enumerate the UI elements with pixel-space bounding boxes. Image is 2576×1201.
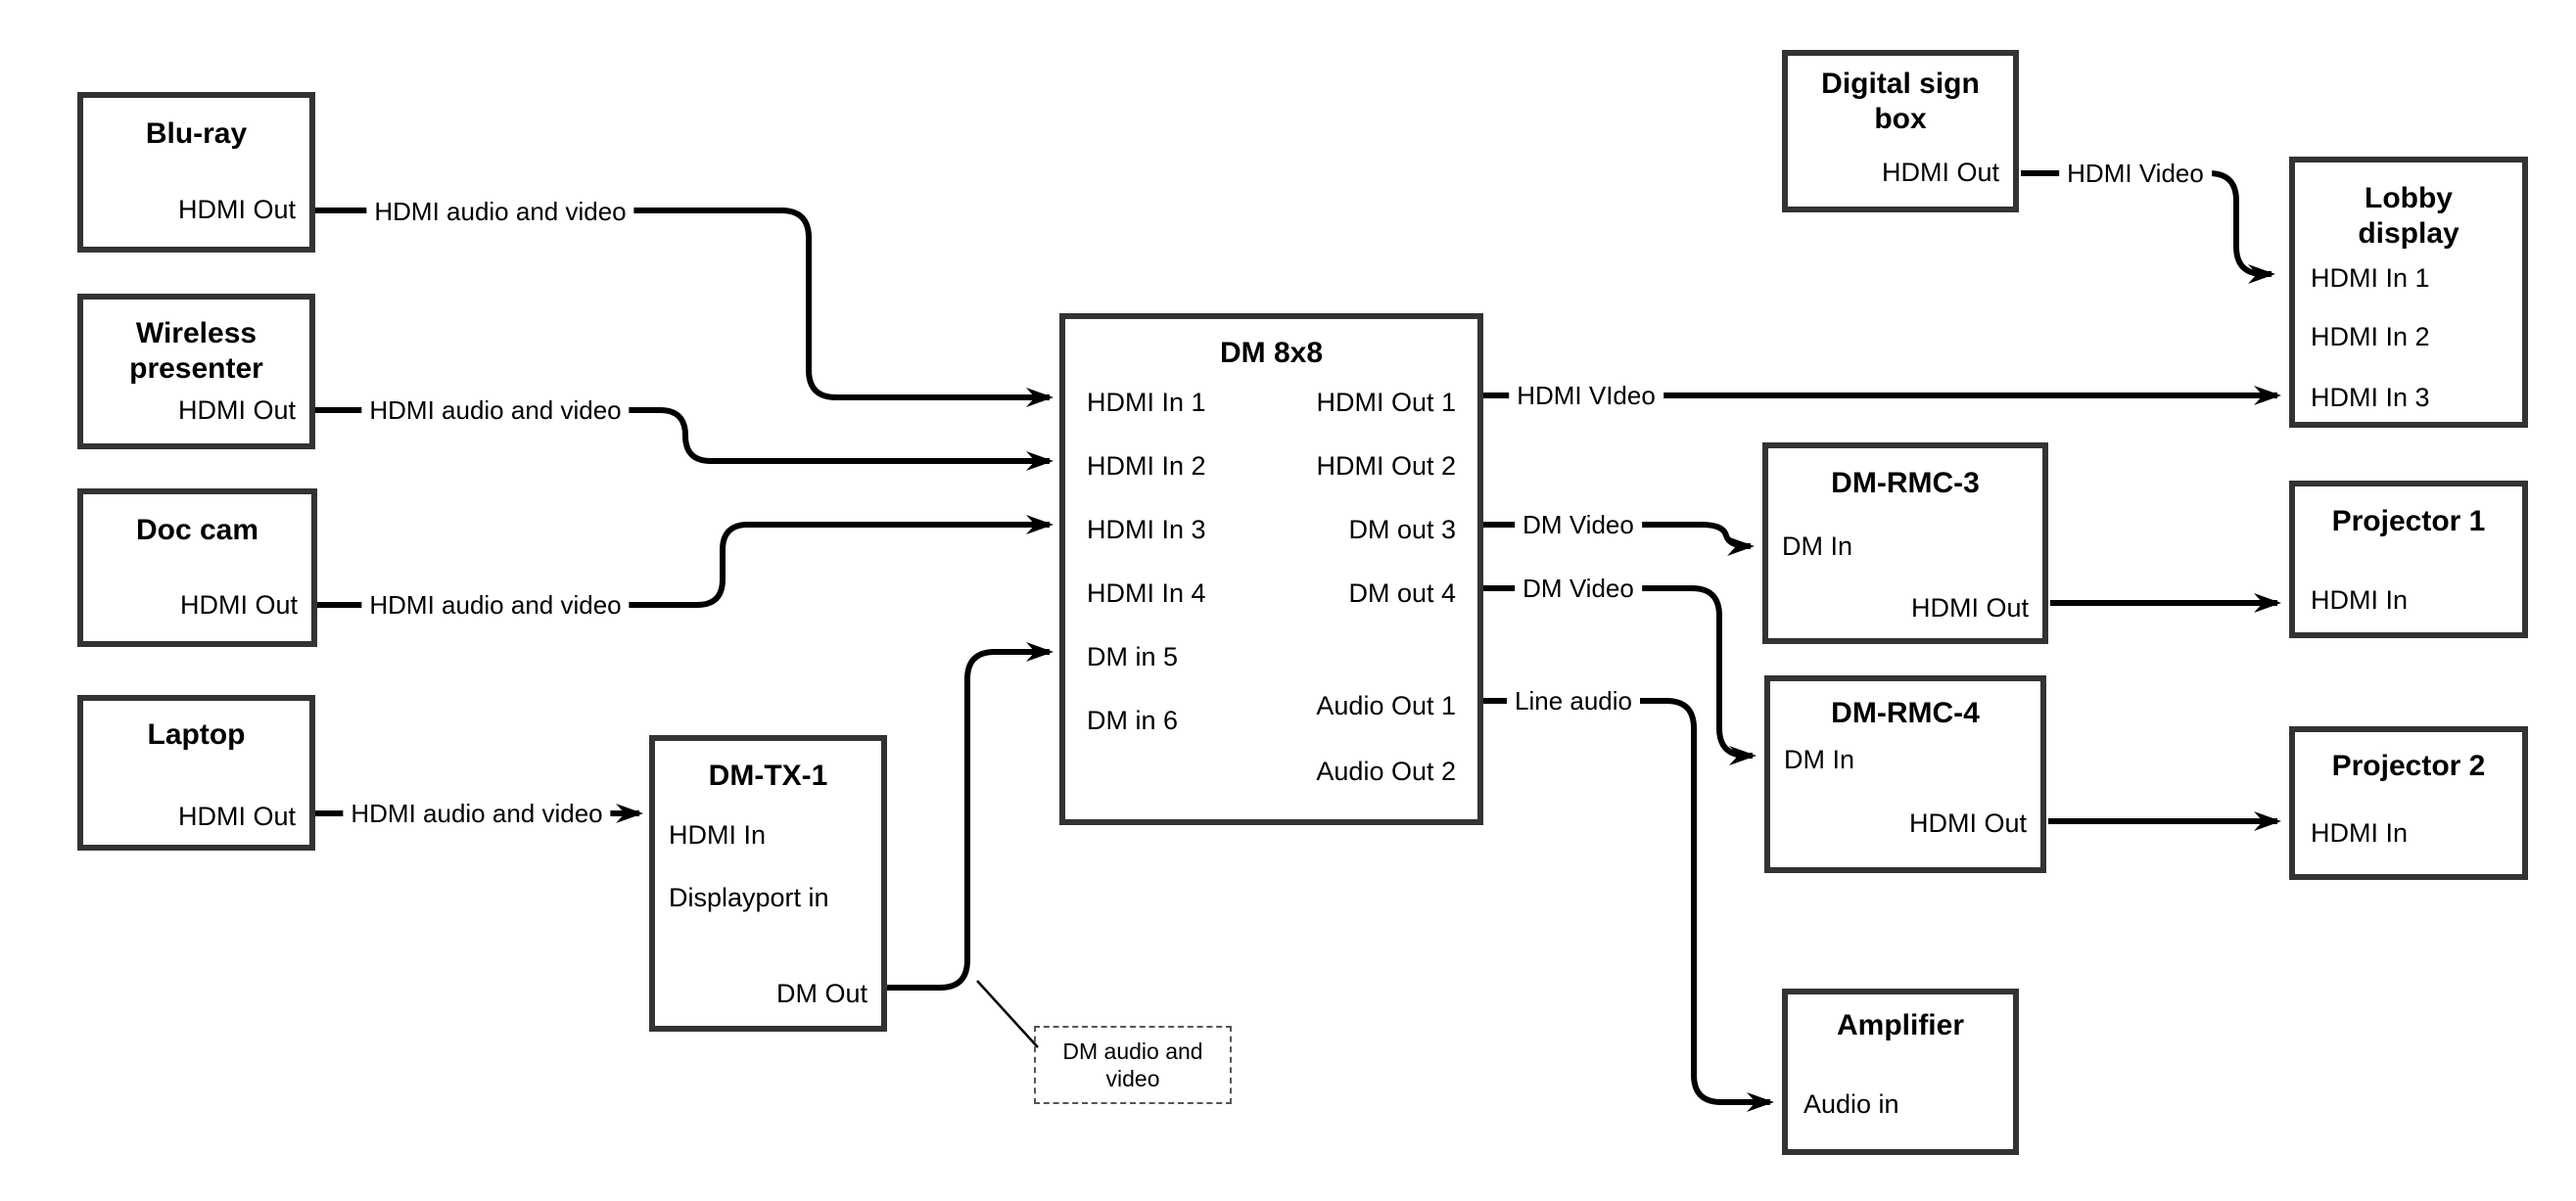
box-wireless-presenter: Wireless presenter HDMI Out [77, 294, 315, 449]
port-hdmi-in-3: HDMI In 3 [1087, 515, 1206, 544]
callout-text: DM audio and video [1062, 1039, 1203, 1091]
port-dm-in-6: DM in 6 [1087, 706, 1179, 735]
wire-signbox-to-lobby-in-1 [2021, 170, 2275, 284]
wire-label-hdmi-video-sign: HDMI Video [2059, 159, 2212, 188]
port-audio-in: Audio in [1803, 1089, 1899, 1119]
port-dm-in-5: DM in 5 [1087, 642, 1179, 671]
port-dm-out-4: DM out 4 [1348, 578, 1456, 608]
box-title: DM-TX-1 [708, 760, 828, 792]
wire-label-line-audio: Line audio [1507, 686, 1640, 716]
wire-label-bluray: HDMI audio and video [366, 197, 634, 226]
box-dm-tx-1: DM-TX-1 HDMI In Displayport in DM Out [649, 735, 887, 1032]
box-bluray: Blu-ray HDMI Out [77, 92, 315, 253]
port-hdmi-out: HDMI Out [1881, 158, 1999, 187]
port-dm-in: DM In [1784, 745, 1855, 774]
wire-label-doccam: HDMI audio and video [361, 590, 630, 620]
box-dm-rmc-4: DM-RMC-4 DM In HDMI Out [1764, 675, 2046, 873]
port-hdmi-in: HDMI In [2311, 818, 2409, 848]
box-title: DM 8x8 [1219, 337, 1324, 369]
port-hdmi-out: HDMI Out [177, 802, 296, 831]
port-audio-out-2: Audio Out 2 [1316, 757, 1456, 786]
port-hdmi-in-1: HDMI In 1 [2311, 263, 2430, 293]
box-title: DM-RMC-3 [1831, 467, 1980, 499]
wire-bluray-to-hdmi-in-1 [315, 208, 1054, 407]
port-hdmi-out-1: HDMI Out 1 [1316, 388, 1456, 417]
port-hdmi-out-2: HDMI Out 2 [1316, 451, 1456, 481]
box-laptop: Laptop HDMI Out [77, 695, 315, 851]
box-title: Wireless presenter [129, 317, 263, 385]
port-displayport-in: Displayport in [669, 883, 829, 912]
box-title: Doc cam [135, 514, 259, 546]
port-dm-out: DM Out [775, 979, 867, 1008]
port-hdmi-in-2: HDMI In 2 [1087, 451, 1206, 481]
wire-label-hdmi-video-out1: HDMI VIdeo [1509, 381, 1663, 410]
box-dm-8x8: DM 8x8 HDMI In 1 HDMI In 2 HDMI In 3 HDM… [1059, 313, 1483, 825]
port-hdmi-out: HDMI Out [1908, 808, 2027, 838]
wire-dmout3-to-rmc3 [1483, 522, 1755, 556]
port-hdmi-out: HDMI Out [1910, 593, 2029, 623]
box-title: Digital sign box [1821, 68, 1980, 135]
port-hdmi-in-4: HDMI In 4 [1087, 578, 1206, 608]
port-hdmi-in-3: HDMI In 3 [2311, 383, 2430, 412]
wire-dmtx1-to-dm-in-5 [887, 642, 1054, 991]
box-title: DM-RMC-4 [1831, 697, 1980, 729]
box-dm-rmc-3: DM-RMC-3 DM In HDMI Out [1762, 442, 2048, 644]
box-title: Projector 2 [2331, 750, 2486, 782]
port-hdmi-in-2: HDMI In 2 [2311, 322, 2430, 351]
wire-label-wireless: HDMI audio and video [361, 395, 630, 425]
box-projector-2: Projector 2 HDMI In [2289, 726, 2528, 880]
box-title: Laptop [147, 718, 246, 751]
box-title: Amplifier [1836, 1009, 1965, 1041]
port-hdmi-out: HDMI Out [177, 195, 296, 224]
box-title: Projector 1 [2331, 505, 2486, 537]
port-hdmi-in: HDMI In [2311, 585, 2409, 615]
box-digital-sign: Digital sign box HDMI Out [1782, 50, 2019, 212]
port-audio-out-1: Audio Out 1 [1316, 691, 1456, 720]
port-hdmi-in: HDMI In [669, 820, 767, 850]
callout-dm-audio-video: DM audio and video [1034, 1026, 1232, 1104]
box-doc-cam: Doc cam HDMI Out [77, 488, 317, 647]
wire-wireless-to-hdmi-in-2 [315, 407, 1054, 471]
wire-audioout1-to-amplifier [1483, 698, 1774, 1112]
port-dm-out-3: DM out 3 [1348, 515, 1456, 544]
port-hdmi-out: HDMI Out [179, 590, 298, 620]
port-dm-in: DM In [1782, 531, 1853, 561]
box-lobby-display: Lobby display HDMI In 1 HDMI In 2 HDMI I… [2289, 157, 2528, 428]
port-hdmi-out: HDMI Out [177, 395, 296, 425]
port-hdmi-in-1: HDMI In 1 [1087, 388, 1206, 417]
box-title: Blu-ray [145, 117, 248, 150]
callout-leader-line [976, 980, 1039, 1048]
wire-dmout4-to-rmc4 [1483, 585, 1756, 765]
wire-doccam-to-hdmi-in-3 [317, 515, 1054, 608]
wire-label-dm-video-4: DM Video [1515, 574, 1642, 603]
wire-label-dm-video-3: DM Video [1515, 510, 1642, 539]
box-title: Lobby display [2358, 182, 2459, 250]
wire-label-laptop: HDMI audio and video [343, 799, 611, 828]
box-projector-1: Projector 1 HDMI In [2289, 481, 2528, 638]
box-amplifier: Amplifier Audio in [1782, 989, 2019, 1155]
